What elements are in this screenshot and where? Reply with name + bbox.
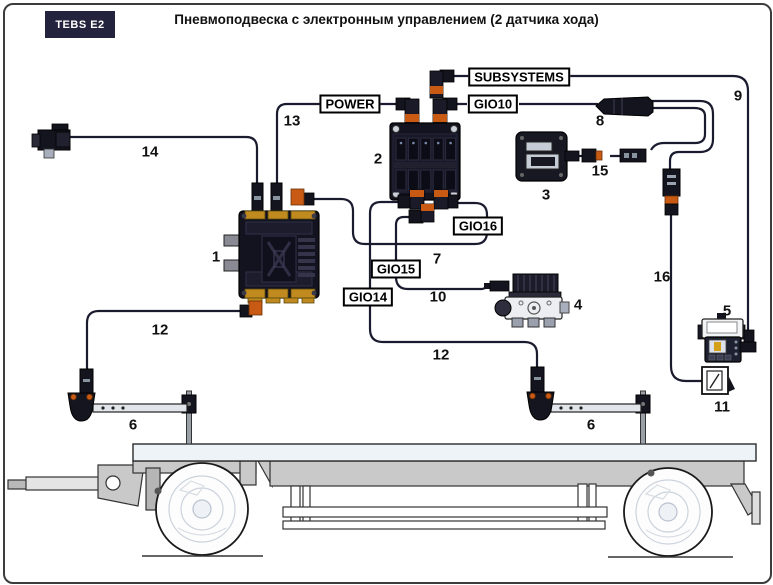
height-sensor-right	[526, 366, 651, 445]
callout-3: 3	[541, 186, 551, 204]
cable-14	[70, 135, 259, 183]
callout-6-left: 6	[128, 416, 138, 434]
callout-2: 2	[373, 150, 383, 168]
tebs-modulator	[223, 182, 320, 318]
ground-line	[142, 555, 733, 558]
height-sensor-left	[67, 368, 197, 445]
side-guard-rail	[282, 506, 608, 518]
cable-9	[450, 74, 750, 332]
callout-13: 13	[283, 112, 301, 130]
cable-8-branch-a	[650, 99, 715, 171]
elbow-connector	[397, 189, 425, 210]
callout-12-left: 12	[151, 321, 169, 339]
drawbar-mount	[97, 464, 145, 507]
callout-4: 4	[573, 296, 583, 314]
inline-connector	[662, 168, 681, 216]
cable-8-branch-b	[650, 106, 707, 151]
elbow-connector	[239, 300, 263, 318]
callout-6-right: 6	[586, 416, 596, 434]
callout-9: 9	[733, 87, 743, 105]
callout-1: 1	[211, 248, 221, 266]
callout-8: 8	[595, 112, 605, 130]
rear-wheel	[623, 467, 713, 557]
mounting-plate	[515, 131, 568, 182]
callout-10: 10	[429, 288, 447, 306]
side-guard-rail	[282, 520, 606, 530]
diagram-border	[3, 3, 772, 584]
callout-15: 15	[591, 162, 609, 180]
label-gio16: GIO16	[452, 216, 504, 236]
control-panel	[697, 313, 746, 363]
label-gio15: GIO15	[370, 259, 422, 279]
label-gio10: GIO10	[467, 94, 519, 114]
power-supply-plug	[31, 123, 71, 159]
cable-15-connectors	[564, 148, 647, 163]
page-title: Пневмоподвеска с электронным управлением…	[174, 12, 599, 27]
cable-13	[275, 102, 321, 183]
label-power: POWER	[319, 94, 381, 114]
platform-deck	[132, 443, 757, 462]
callout-14: 14	[141, 143, 159, 161]
rear-bumper-plate	[751, 491, 761, 525]
elbow-connector	[433, 189, 459, 210]
callout-11: 11	[714, 398, 730, 416]
tow-eye	[7, 479, 29, 490]
y-splitter-connector	[595, 96, 654, 117]
elbow-connector	[429, 69, 455, 99]
label-subsystems: SUBSYSTEMS	[468, 67, 570, 87]
distribution-box	[389, 69, 461, 224]
trailer-chassis	[7, 443, 761, 558]
front-wheel	[154, 462, 249, 556]
elbow-connector	[408, 203, 435, 224]
callout-12-right: 12	[432, 346, 450, 364]
cable-12-right	[368, 200, 539, 370]
elbow-connector	[739, 329, 757, 353]
tebs-e2-badge: TEBS E2	[45, 11, 115, 38]
levelling-valve	[484, 273, 570, 328]
elbow-connector	[290, 188, 315, 206]
drawbar	[25, 476, 103, 491]
label-gio14: GIO14	[342, 287, 394, 307]
elbow-connector	[432, 97, 458, 127]
cable-7	[308, 197, 489, 246]
cable-12-left	[85, 309, 249, 370]
rocker-switch	[701, 366, 735, 395]
callout-16: 16	[653, 268, 671, 286]
callout-5: 5	[722, 302, 732, 320]
cable-16	[669, 214, 704, 383]
elbow-connector	[395, 97, 420, 127]
callout-7: 7	[432, 250, 442, 268]
